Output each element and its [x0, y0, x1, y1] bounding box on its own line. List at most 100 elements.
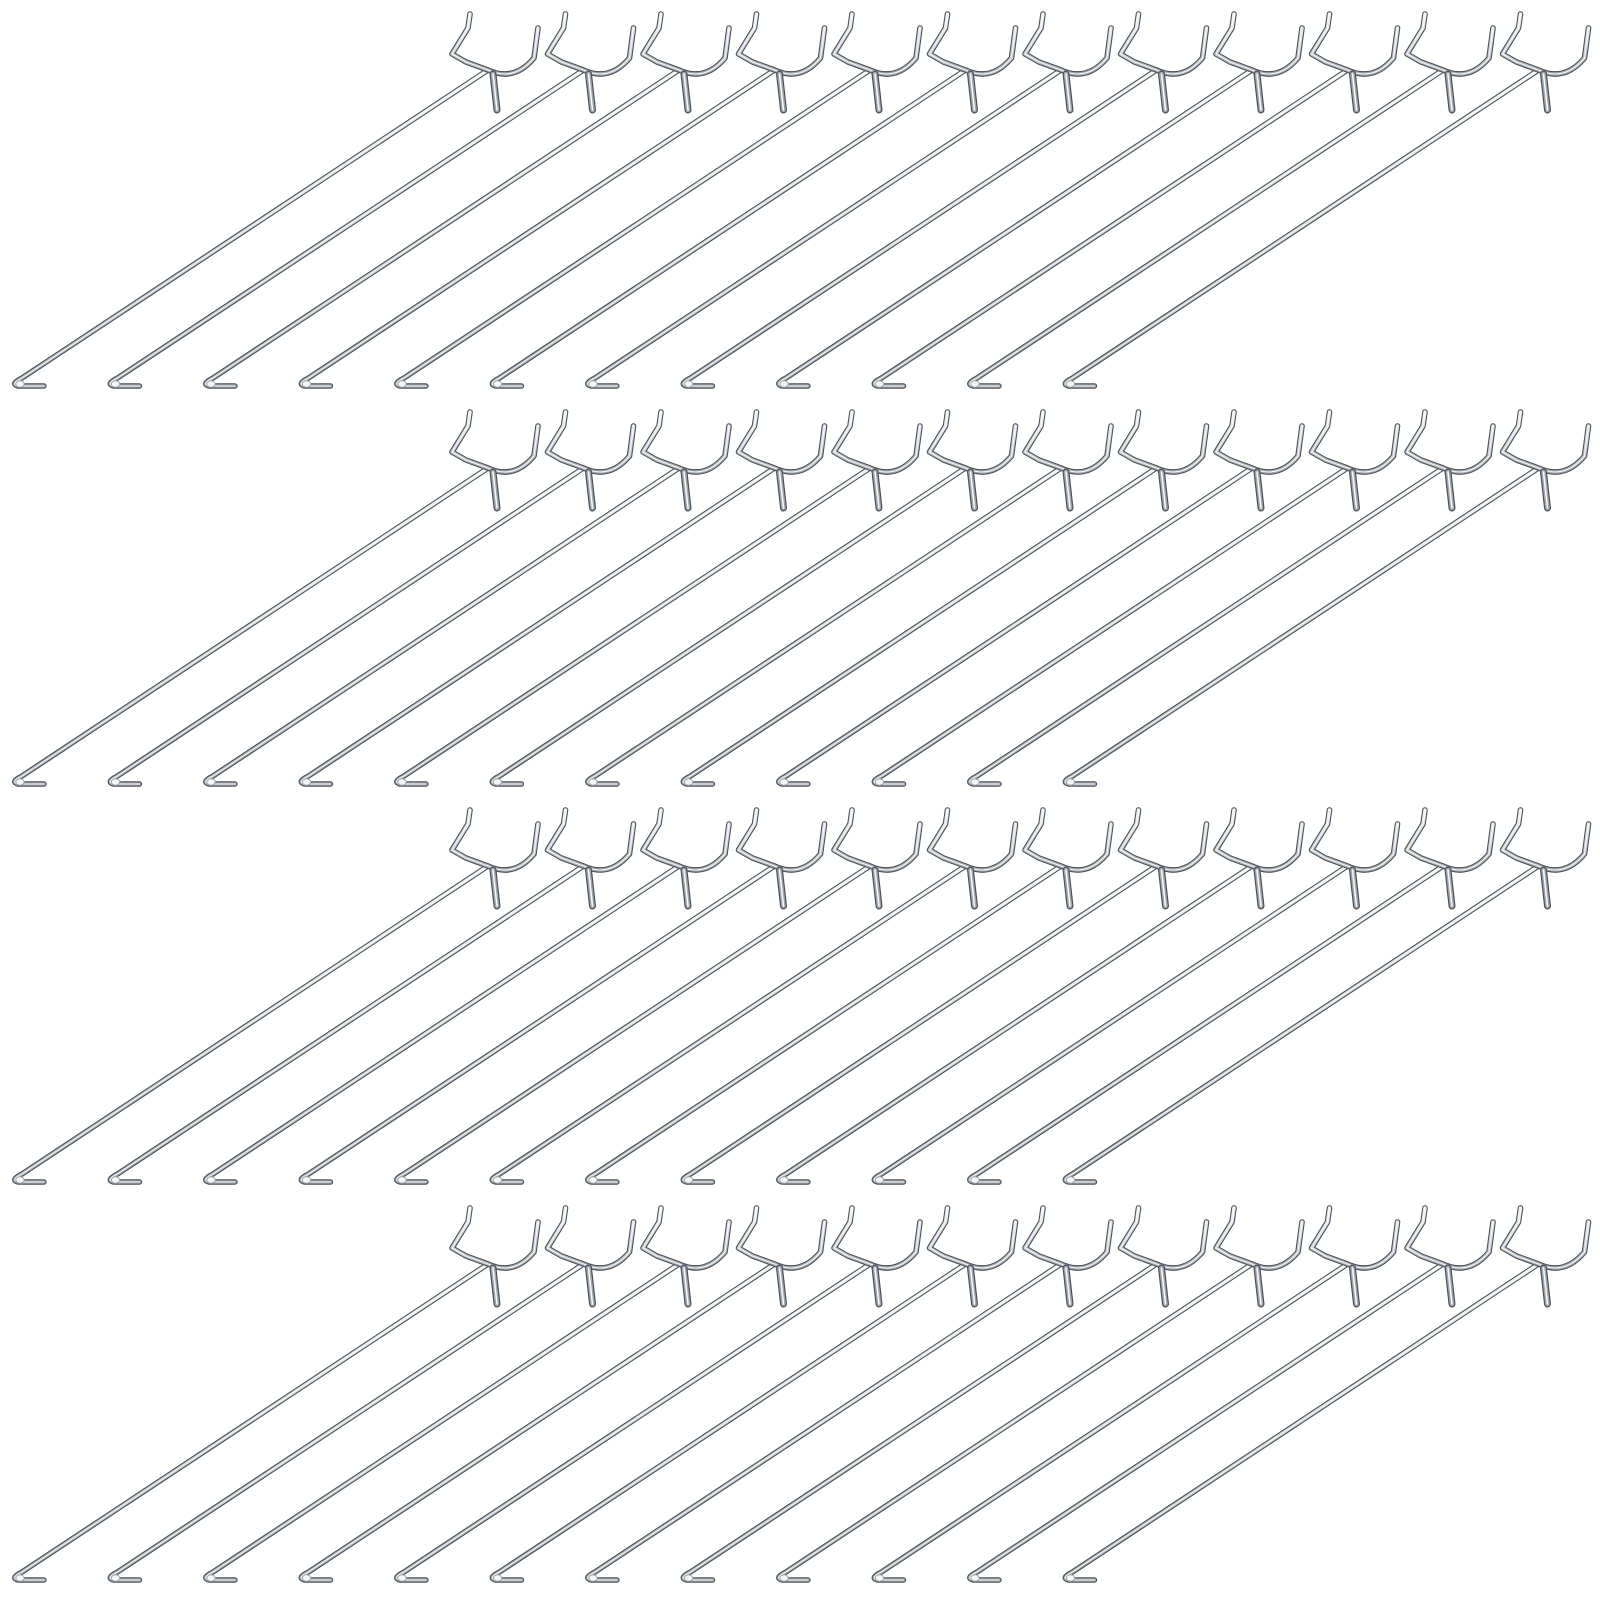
hook-tip-cap [110, 380, 121, 388]
pegboard-hook [203, 807, 732, 1185]
hook-tip-cap [110, 1574, 121, 1582]
pegboard-hook [585, 1205, 1114, 1583]
pegboard-hook [871, 11, 1401, 389]
hook-tip-cap [970, 778, 980, 786]
pegboard-hook [776, 1205, 1305, 1583]
hooks-layer [12, 11, 1592, 1583]
hook-tip-cap [206, 380, 216, 388]
hook-row [12, 807, 1592, 1185]
pegboard-hook [680, 807, 1210, 1185]
hook-tip-cap [206, 1574, 216, 1582]
pegboard-hook [107, 11, 637, 389]
hook-tip-cap [301, 1574, 312, 1582]
hook-tip-cap [683, 778, 694, 786]
hook-row [12, 1205, 1592, 1583]
hook-tip-cap [588, 778, 598, 786]
pegboard-hook [585, 807, 1114, 1185]
pegboard-hook [1062, 11, 1592, 389]
hook-tip-cap [397, 1574, 407, 1582]
hook-tip-cap [779, 380, 789, 388]
hook-tip-cap [779, 778, 789, 786]
hook-tip-cap [1065, 1574, 1076, 1582]
pegboard-hook [680, 11, 1210, 389]
pegboard-hook [394, 11, 923, 389]
hook-row [12, 11, 1592, 389]
pegboard-hook [776, 409, 1305, 787]
pegboard-hook [394, 1205, 923, 1583]
hook-tip-cap [15, 1574, 25, 1582]
hook-tip-cap [779, 1176, 789, 1184]
hook-tip-cap [397, 778, 407, 786]
pegboard-hook [107, 807, 637, 1185]
pegboard-hook [203, 409, 732, 787]
pegboard-hook [12, 807, 541, 1185]
hook-row [12, 409, 1592, 787]
pegboard-hook [394, 807, 923, 1185]
hook-tip-cap [683, 1176, 694, 1184]
hook-tip-cap [874, 380, 885, 388]
hook-tip-cap [588, 380, 598, 388]
pegboard-hook [489, 807, 1019, 1185]
pegboard-hook [203, 11, 732, 389]
hook-tip-cap [301, 778, 312, 786]
pegboard-hook [1062, 409, 1592, 787]
pegboard-hook [680, 1205, 1210, 1583]
pegboard-hook [489, 11, 1019, 389]
pegboard-hook [394, 409, 923, 787]
hook-tip-cap [683, 1574, 694, 1582]
hook-tip-cap [970, 1176, 980, 1184]
hook-tip-cap [874, 1574, 885, 1582]
hook-tip-cap [1065, 380, 1076, 388]
pegboard-hook [1062, 1205, 1592, 1583]
hook-tip-cap [970, 380, 980, 388]
hook-tip-cap [492, 778, 503, 786]
hook-tip-cap [683, 380, 694, 388]
hook-tip-cap [206, 778, 216, 786]
pegboard-hook [967, 11, 1496, 389]
hook-tip-cap [874, 1176, 885, 1184]
hook-tip-cap [397, 380, 407, 388]
hook-tip-cap [492, 1574, 503, 1582]
pegboard-hook [107, 409, 637, 787]
pegboard-hook [680, 409, 1210, 787]
hook-tip-cap [588, 1176, 598, 1184]
pegboard-hook [298, 1205, 828, 1583]
hook-tip-cap [492, 380, 503, 388]
pegboard-hook [12, 409, 541, 787]
hook-tip-cap [206, 1176, 216, 1184]
pegboard-hook [298, 409, 828, 787]
pegboard-hook [12, 1205, 541, 1583]
hook-tip-cap [492, 1176, 503, 1184]
hook-tip-cap [15, 380, 25, 388]
pegboard-hook [871, 807, 1401, 1185]
pegboard-hook [871, 409, 1401, 787]
hook-tip-cap [15, 1176, 25, 1184]
pegboard-hook [298, 807, 828, 1185]
pegboard-hook [871, 1205, 1401, 1583]
pegboard-hook [776, 807, 1305, 1185]
pegboard-hook [967, 409, 1496, 787]
pegboard-hook [12, 11, 541, 389]
pegboard-hook [776, 11, 1305, 389]
hook-tip-cap [970, 1574, 980, 1582]
hook-tip-cap [110, 778, 121, 786]
hook-tip-cap [301, 380, 312, 388]
hook-tip-cap [779, 1574, 789, 1582]
hook-tip-cap [1065, 778, 1076, 786]
hook-tip-cap [397, 1176, 407, 1184]
hook-tip-cap [874, 778, 885, 786]
pegboard-hook [203, 1205, 732, 1583]
hook-tip-cap [588, 1574, 598, 1582]
pegboard-hook [298, 11, 828, 389]
pegboard-hook [585, 409, 1114, 787]
hook-tip-cap [301, 1176, 312, 1184]
hook-tip-cap [110, 1176, 121, 1184]
pegboard-hook [107, 1205, 637, 1583]
pegboard-hook [489, 1205, 1019, 1583]
pegboard-hook [967, 807, 1496, 1185]
pegboard-hook [967, 1205, 1496, 1583]
pegboard-hook [1062, 807, 1592, 1185]
pegboard-hook [489, 409, 1019, 787]
